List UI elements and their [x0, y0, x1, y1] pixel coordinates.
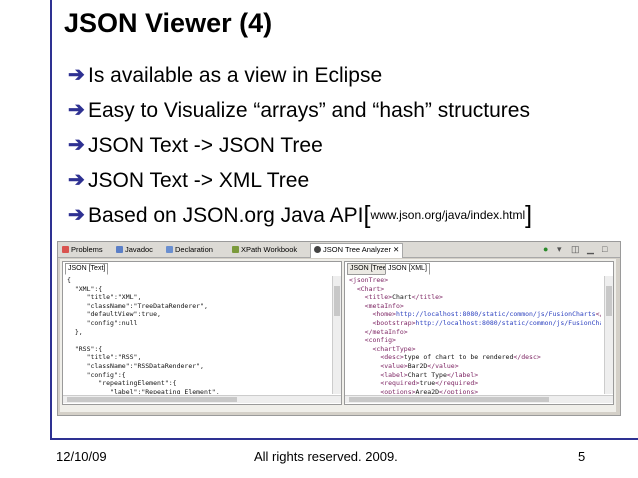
json-text-line — [67, 336, 329, 345]
bullet-item: ➔Is available as a view in Eclipse — [68, 58, 532, 93]
xml-tree-line: <value>Bar2D</value> — [380, 361, 459, 370]
json-text-line: "title":"XML", — [67, 293, 142, 302]
left-horizontal-scrollbar[interactable] — [63, 395, 341, 403]
json-text-line: { — [67, 276, 71, 284]
arrow-bullet-icon: ➔ — [68, 64, 85, 86]
collapse-icon[interactable]: ◫ — [571, 244, 580, 254]
close-tab-icon[interactable]: ✕ — [393, 245, 400, 254]
xpath-icon — [232, 246, 239, 253]
tab-xpath-workbook[interactable]: XPath Workbook — [232, 244, 297, 256]
xml-tree-line: <chartType> — [372, 344, 416, 353]
xml-tree-line: <label>Chart Type</label> — [380, 370, 479, 379]
xml-tree-line: <options>Area2D</options> — [380, 387, 479, 394]
view-content: JSON [Text] { "XML":{ "title":"XML", "cl… — [60, 259, 616, 412]
accent-vertical-line — [50, 0, 52, 440]
xml-tree-line: <config> — [364, 336, 396, 345]
view-menu-icon[interactable]: ▾ — [557, 244, 562, 254]
xml-tree-view[interactable]: <jsonTree> <Chart> <title>Chart</title> … — [349, 276, 601, 394]
tab-javadoc[interactable]: Javadoc — [116, 244, 153, 256]
right-vertical-scrollbar[interactable] — [604, 276, 613, 394]
bullet-item: ➔JSON Text -> XML Tree — [68, 163, 532, 198]
footer-date: 12/10/09 — [56, 449, 107, 464]
run-icon[interactable]: ● — [543, 244, 549, 254]
bullet-list: ➔Is available as a view in Eclipse ➔Easy… — [68, 58, 532, 233]
bullet-item: ➔Based on JSON.org Java API [www.json.or… — [68, 198, 532, 233]
json-icon — [314, 246, 321, 253]
minimize-icon[interactable]: ▁ — [587, 244, 594, 254]
json-text-line: "RSS":{ — [67, 344, 103, 353]
xml-tree-line: <bootstrap>http://localhost:8080/static/… — [372, 318, 601, 327]
arrow-bullet-icon: ➔ — [68, 169, 85, 191]
json-text-line: "title":"RSS", — [67, 353, 142, 362]
json-text-line: "repeatingElement":{ — [67, 379, 177, 388]
bullet-item: ➔JSON Text -> JSON Tree — [68, 128, 532, 163]
problems-icon — [62, 246, 69, 253]
json-text-line: "className":"TreeDataRenderer", — [67, 301, 208, 310]
json-text-editor[interactable]: { "XML":{ "title":"XML", "className":"Tr… — [67, 276, 329, 394]
json-tree-pane: JSON [Tree] JSON [XML] <jsonTree> <Chart… — [344, 261, 614, 405]
xml-tree-line: <jsonTree> — [349, 276, 389, 284]
xml-tree-line: <metaInfo> — [364, 301, 404, 310]
json-text-line: "label":"Repeating Element", — [67, 387, 220, 394]
left-vertical-scrollbar[interactable] — [332, 276, 341, 394]
arrow-bullet-icon: ➔ — [68, 99, 85, 121]
eclipse-view-screenshot: Problems Javadoc Declaration XPath Workb… — [57, 241, 621, 416]
json-text-line: "className":"RSSDataRenderer", — [67, 361, 204, 370]
json-text-line: "config":{ — [67, 370, 126, 379]
tab-json-xml[interactable]: JSON [XML] — [385, 263, 430, 275]
tab-json-text[interactable]: JSON [Text] — [65, 263, 109, 275]
arrow-bullet-icon: ➔ — [68, 134, 85, 156]
maximize-icon[interactable]: □ — [602, 244, 608, 254]
xml-tree-line: <home>http://localhost:8080/static/commo… — [372, 310, 601, 319]
tab-problems[interactable]: Problems — [62, 244, 103, 256]
right-horizontal-scrollbar[interactable] — [345, 395, 613, 403]
xml-tree-line: <desc>type of chart to be rendered</desc… — [380, 353, 541, 362]
footer-page-number: 5 — [578, 449, 586, 464]
json-text-pane: JSON [Text] { "XML":{ "title":"XML", "cl… — [62, 261, 342, 405]
bullet-item: ➔Easy to Visualize “arrays” and “hash” s… — [68, 93, 532, 128]
accent-horizontal-line — [50, 438, 638, 440]
json-org-link[interactable]: www.json.org/java/index.html — [370, 208, 526, 222]
tab-json-tree-analyzer[interactable]: JSON Tree Analyzer ✕ — [310, 243, 404, 258]
json-text-line: "defaultView":true, — [67, 310, 161, 319]
footer-rights: All rights reserved. 2009. — [254, 449, 398, 464]
json-text-line: "config":null — [67, 318, 138, 327]
tab-declaration[interactable]: Declaration — [166, 244, 213, 256]
json-text-line: }, — [67, 327, 83, 336]
declaration-icon — [166, 246, 173, 253]
javadoc-icon — [116, 246, 123, 253]
xml-tree-line: <Chart> — [356, 284, 385, 293]
slide-title: JSON Viewer (4) — [64, 8, 273, 38]
xml-tree-line: </metaInfo> — [364, 327, 408, 336]
arrow-bullet-icon: ➔ — [68, 204, 85, 226]
xml-tree-line: <title>Chart</title> — [364, 293, 443, 302]
json-text-line: "XML":{ — [67, 284, 103, 293]
xml-tree-line: <required>true</required> — [380, 379, 479, 388]
view-tab-bar: Problems Javadoc Declaration XPath Workb… — [58, 242, 620, 258]
